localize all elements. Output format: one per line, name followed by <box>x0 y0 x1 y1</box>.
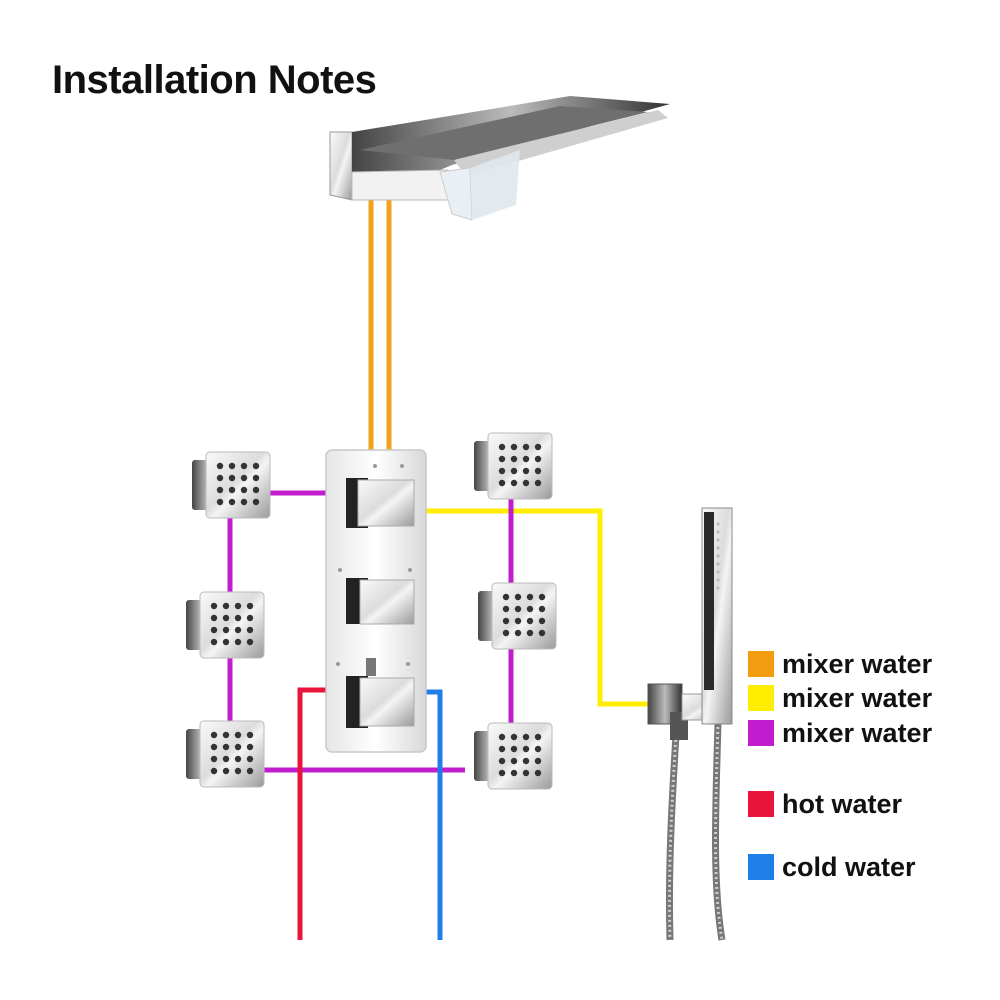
legend-swatch-purple <box>748 720 774 746</box>
body-jet-icon <box>191 451 271 519</box>
legend-label: mixer water <box>782 717 933 748</box>
legend-swatch-yellow <box>748 685 774 711</box>
legend-item-cold-water: cold water <box>748 851 916 883</box>
hot-water-pipe <box>297 687 326 940</box>
legend-label: hot water <box>782 788 903 819</box>
legend-swatch-orange <box>748 651 774 677</box>
legend-label: mixer water <box>782 648 933 679</box>
page-title: Installation Notes <box>52 58 377 102</box>
body-jet-icon <box>473 432 553 500</box>
legend-label: cold water <box>782 851 916 882</box>
legend-item-mixer-water-yellow: mixer water <box>748 682 932 714</box>
body-jet-icon <box>477 582 557 650</box>
hand-shower-icon <box>647 507 733 941</box>
cold-water-pipe <box>422 689 443 940</box>
thermostatic-valve-icon <box>325 449 427 753</box>
legend-item-mixer-water-purple: mixer water <box>748 717 932 749</box>
body-jet-icon <box>185 720 265 788</box>
legend-swatch-blue <box>748 854 774 880</box>
legend-label: mixer water <box>782 682 933 713</box>
rain-waterfall-shower-head-icon <box>329 96 670 221</box>
legend-item-hot-water: hot water <box>748 788 902 820</box>
legend-swatch-red <box>748 791 774 817</box>
legend-item-mixer-water-orange: mixer water <box>748 648 932 680</box>
body-jet-icon <box>185 591 265 659</box>
body-jet-icon <box>473 722 553 790</box>
